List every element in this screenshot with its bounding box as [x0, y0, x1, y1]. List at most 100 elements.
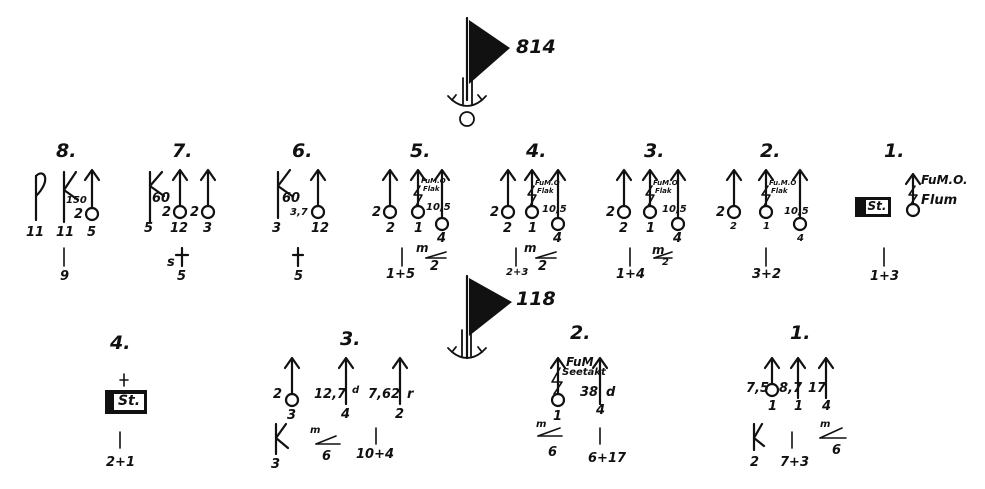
ship-2-number: 2. [760, 140, 781, 162]
ship-5-label: FuM.O [421, 177, 446, 185]
station-box: St. [105, 390, 147, 414]
bottom-ship-2-label: FuM [566, 355, 594, 369]
bottom-ship-3-label: 10+4 [356, 447, 395, 462]
ship-5-label: Flak [423, 185, 440, 193]
ship-8-label: 9 [60, 269, 70, 284]
ship-4-label: FuM.O [535, 179, 560, 187]
ship-5-label: m [416, 241, 429, 255]
ship-6-label: 5 [294, 269, 304, 284]
ship-4-number: 4. [526, 140, 547, 162]
bottom-ship-4-label: 2+1 [106, 455, 135, 470]
bottom-ship-1-symbols [752, 356, 847, 452]
ship-2-symbols [725, 168, 809, 267]
ship-5-label: 2 [386, 221, 396, 236]
bottom-ship-2-label: m [536, 419, 547, 430]
ship-5-symbols [381, 168, 451, 267]
ship-4-label: m [524, 241, 537, 255]
bottom-ship-1-label: 4 [822, 399, 832, 414]
ship-5-number: 5. [410, 140, 431, 162]
ship-6-symbols [276, 168, 327, 268]
ship-8-label: 5 [87, 225, 97, 240]
flag-814 [465, 16, 510, 102]
bottom-ship-2-symbols [537, 356, 609, 445]
bottom-ship-2-label: 1 [553, 409, 563, 424]
bottom-ship-3-label: 2 [273, 387, 283, 402]
bottom-ship-2-label: 6 [548, 445, 558, 460]
ship-8-label: 11 [26, 225, 45, 240]
bottom-ship-3-label: 4 [341, 407, 351, 422]
ship-1-label: Flum [921, 193, 958, 208]
bottom-ship-1-label: 8,7 [779, 381, 803, 396]
bottom-ship-3-label: 12,7 [314, 387, 347, 402]
ship-8-label: 2 [74, 207, 84, 222]
ship-1-number: 1. [884, 140, 905, 162]
ship-8-symbols [34, 168, 101, 224]
ship-2-label: 4 [797, 233, 804, 244]
ship-4-label: Flak [537, 187, 554, 195]
ship-3-number: 3. [644, 140, 665, 162]
ship-3-label: 2 [662, 257, 669, 268]
ship-6-label: 3,7 [290, 207, 308, 218]
ship-4-label: 2+3 [506, 267, 529, 278]
ship-4-label: 2 [503, 221, 513, 236]
ship-5-label: 4 [437, 231, 447, 246]
station-box-label: St. [114, 394, 144, 410]
ship-8-label: 150 [66, 195, 87, 206]
ship-2-label: 3+2 [752, 267, 781, 282]
ship-1-label: 1+3 [870, 269, 899, 284]
ship-5-label: 10,5 [426, 202, 451, 213]
bottom-ship-3-symbols [274, 356, 409, 456]
flag-number-814: 814 [516, 36, 556, 58]
station-box: St. [855, 197, 891, 217]
anchor-icon-bottom [447, 329, 487, 359]
ship-3-label: 2 [606, 205, 616, 220]
bottom-ship-1-label: 17 [808, 381, 827, 396]
bottom-ship-1-label: 1 [794, 399, 804, 414]
ship-4-label: 10,5 [542, 204, 567, 215]
ship-4-label: 1 [528, 221, 538, 236]
ship-1-label: FuM.O. [921, 173, 968, 187]
bottom-ship-2-label: 38 [580, 385, 599, 400]
bottom-ship-2-label: 6+17 [588, 451, 627, 466]
ship-6-label: 3 [272, 221, 282, 236]
ship-8-number: 8. [56, 140, 77, 162]
ship-6-label: 12 [311, 221, 330, 236]
ship-7-number: 7. [172, 140, 193, 162]
ship-4-label: 4 [553, 231, 563, 246]
ship-7-label: 5 [177, 269, 187, 284]
bottom-ship-3-label: 3 [287, 408, 297, 423]
ship-5-label: 2 [430, 259, 440, 274]
ship-4-label: 2 [490, 205, 500, 220]
flag-number-118: 118 [516, 288, 556, 310]
ship-2-label: 2 [716, 205, 726, 220]
ship-2-label: 2 [730, 221, 737, 232]
ship-1-symbols [883, 172, 922, 267]
ship-3-label: FuM.O [653, 179, 678, 187]
ship-4-label: 2 [538, 259, 548, 274]
bottom-ship-2-number: 2. [570, 322, 591, 344]
ship-3-symbols [615, 168, 687, 267]
flag-118 [465, 274, 512, 360]
bottom-ship-2-label: 4 [596, 403, 606, 418]
bottom-ship-3-label: m [310, 425, 321, 436]
bottom-ship-3-label: 7,62 [368, 387, 401, 402]
ship-7-label: 3 [203, 221, 213, 236]
bottom-ship-1-label: 1 [768, 399, 778, 414]
bottom-ship-2-label: d [606, 385, 616, 400]
ship-6-number: 6. [292, 140, 313, 162]
ship-7-label: s [167, 255, 175, 270]
ship-7-label: 2 [162, 205, 172, 220]
bottom-ship-1-number: 1. [790, 322, 811, 344]
bottom-ship-2-label: Seetakt [562, 367, 606, 378]
bottom-ship-1-label: 2 [750, 455, 760, 470]
ship-3-label: m [652, 243, 665, 257]
ship-3-label: 4 [673, 231, 683, 246]
ship-8-label: 11 [56, 225, 75, 240]
ship-7-label: 12 [170, 221, 189, 236]
bottom-ship-4-number: 4. [110, 332, 131, 354]
bottom-ship-3-label: 3 [271, 457, 281, 472]
bottom-ship-3-label: r [407, 387, 414, 402]
bottom-ship-1-label: 7+3 [780, 455, 809, 470]
ship-6-label: 60 [282, 191, 301, 206]
ship-7-symbols [148, 168, 217, 268]
